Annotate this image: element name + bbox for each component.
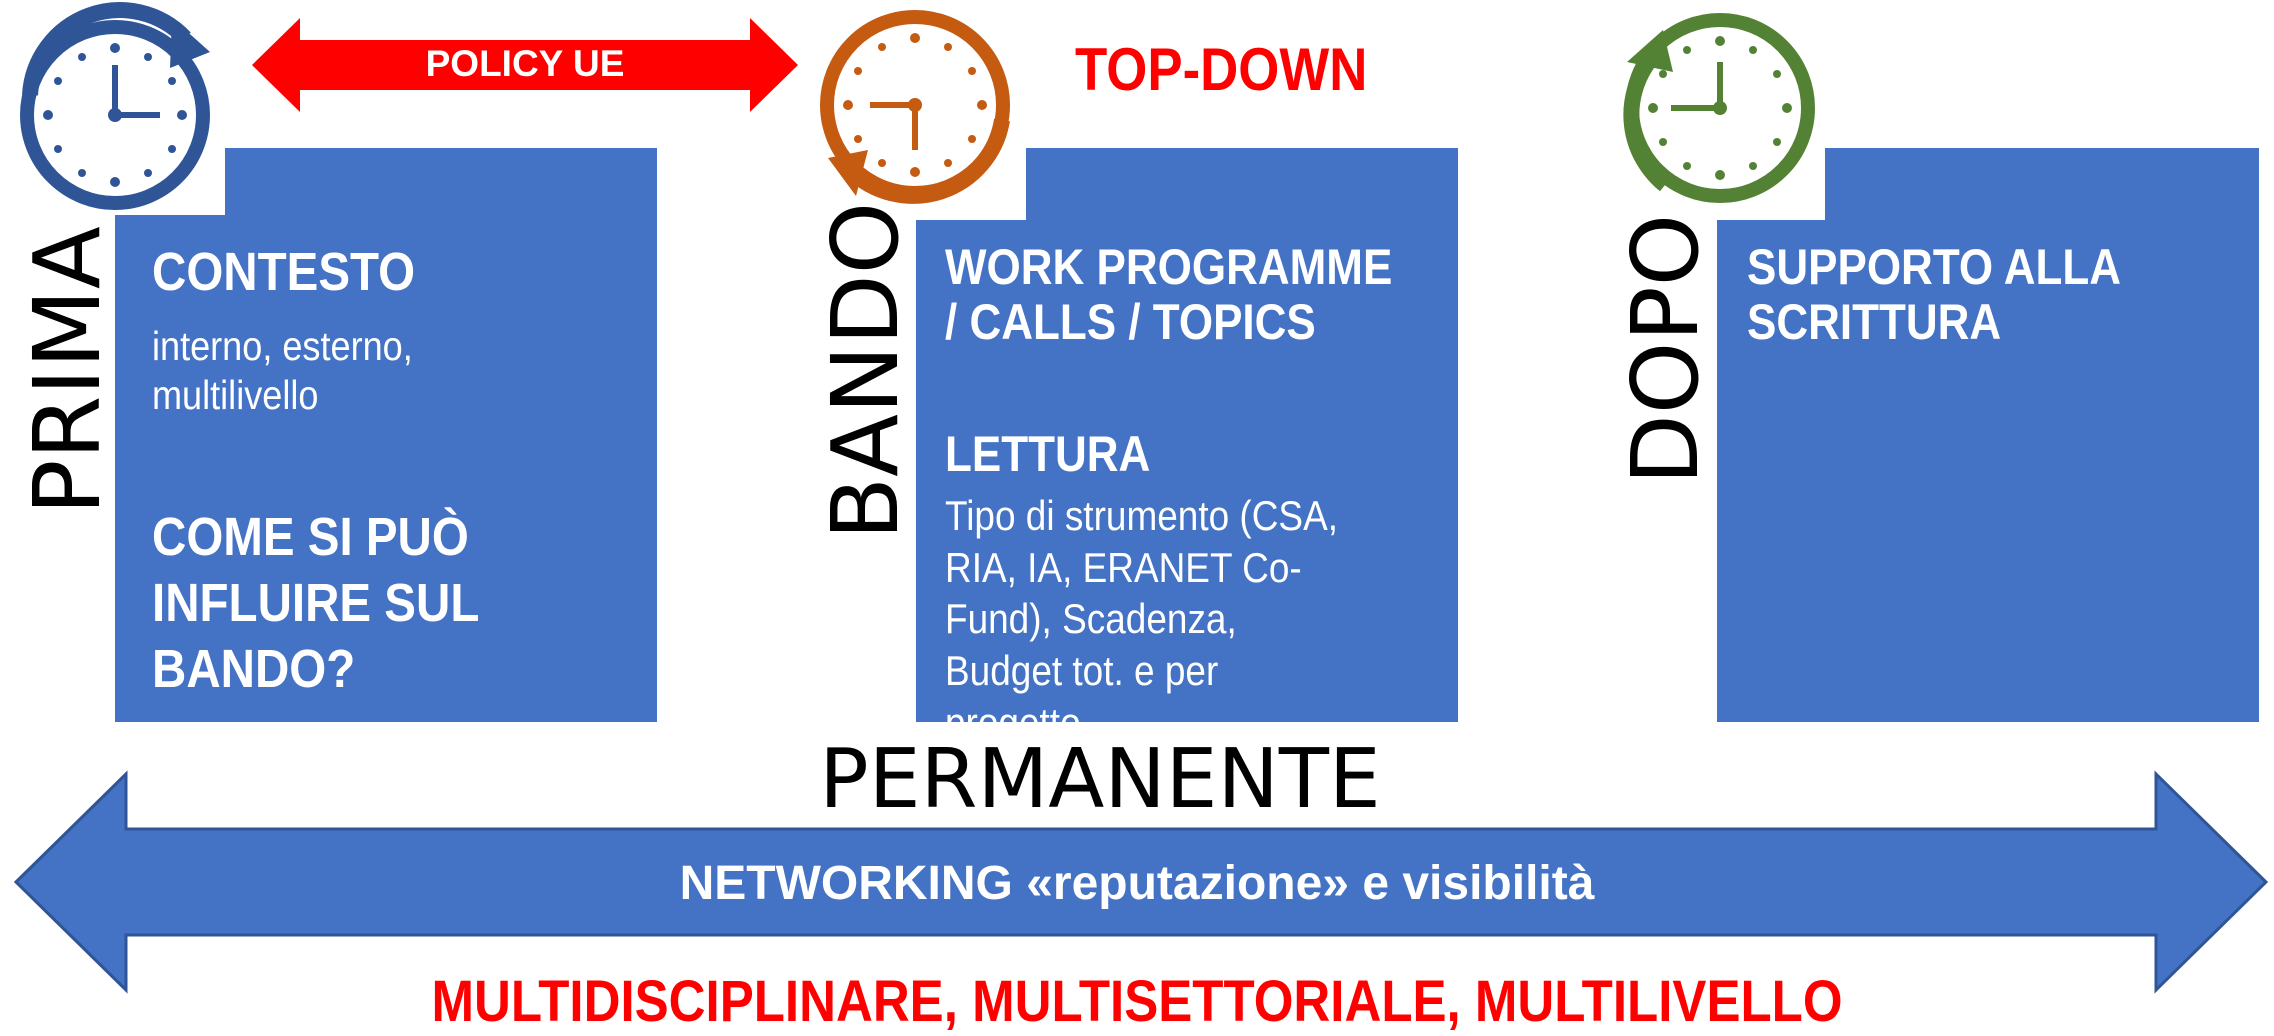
prima-body: interno, esterno, multilivello — [152, 323, 413, 419]
double-arrow-icon — [252, 18, 798, 112]
clock-backward-icon — [820, 10, 1010, 204]
prima-box — [115, 148, 657, 722]
bando-subheading: LETTURA — [945, 426, 1151, 482]
clock-counterclockwise-icon — [1623, 13, 1815, 203]
policy-label: POLICY UE — [425, 43, 625, 84]
topdown-label: TOP-DOWN — [1075, 36, 1368, 103]
prima-question: COME SI PUÒ INFLUIRE SUL BANDO? — [152, 507, 479, 699]
prima-heading: CONTESTO — [152, 242, 416, 302]
wide-double-arrow-icon — [13, 770, 2269, 994]
multi-label: MULTIDISCIPLINARE, MULTISETTORIALE, MULT… — [431, 969, 1843, 1034]
networking-label: NETWORKING «reputazione» e visibilità — [679, 857, 1595, 910]
phase-label-bando: BANDO — [812, 201, 919, 540]
bando-box — [916, 148, 1458, 722]
clock-forward-icon — [20, 2, 210, 210]
bando-heading: WORK PROGRAMME / CALLS / TOPICS — [945, 239, 1393, 350]
phase-label-dopo: DOPO — [1612, 213, 1719, 485]
bando-body: Tipo di strumento (CSA, RIA, IA, ERANET … — [945, 492, 1339, 746]
permanente-label: PERMANENTE — [819, 732, 1381, 827]
phase-label-prima: PRIMA — [14, 226, 121, 515]
dopo-box — [1717, 148, 2259, 722]
dopo-heading: SUPPORTO ALLA SCRITTURA — [1747, 239, 2120, 350]
